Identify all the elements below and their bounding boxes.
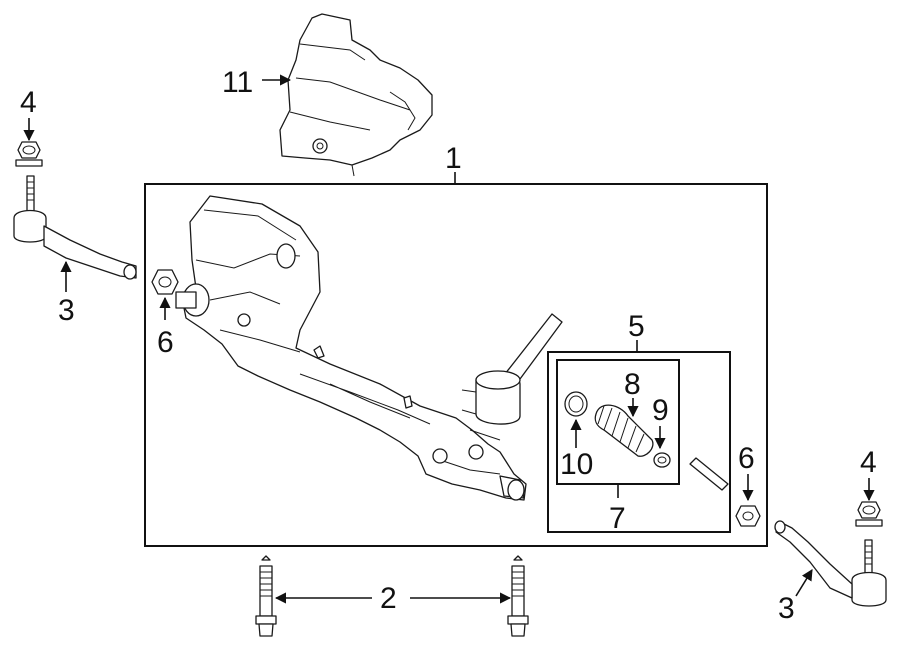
callout-6-left: 6 bbox=[157, 326, 174, 359]
callout-10: 10 bbox=[560, 448, 593, 481]
callout-3-right: 3 bbox=[778, 592, 795, 625]
rack-boot bbox=[594, 404, 654, 457]
tie-rod-nut-left bbox=[15, 141, 43, 167]
callout-1: 1 bbox=[445, 142, 462, 175]
boot-kit-box bbox=[547, 351, 731, 533]
jam-nut-right bbox=[735, 505, 761, 527]
callout-2: 2 bbox=[380, 582, 397, 615]
jam-nut-left bbox=[151, 269, 179, 295]
heat-shield bbox=[279, 13, 433, 177]
small-clamp bbox=[653, 452, 671, 468]
steering-gear-assembly bbox=[175, 195, 563, 501]
mounting-bolt-left bbox=[255, 555, 277, 637]
callout-4-left: 4 bbox=[20, 86, 37, 119]
callout-8: 8 bbox=[624, 368, 641, 401]
tie-rod-end-left bbox=[13, 175, 137, 280]
tie-rod-end-right bbox=[774, 520, 887, 607]
inner-tie-rod bbox=[689, 457, 729, 491]
assembly-box bbox=[144, 183, 768, 547]
tie-rod-nut-right bbox=[855, 501, 883, 527]
callout-6-right: 6 bbox=[738, 442, 755, 475]
boot-clamp bbox=[564, 391, 588, 417]
leader-3-right bbox=[795, 569, 813, 597]
callout-3-left: 3 bbox=[58, 294, 75, 327]
callout-9: 9 bbox=[652, 394, 669, 427]
callout-11: 11 bbox=[222, 66, 253, 99]
mounting-bolt-right bbox=[507, 555, 529, 637]
callout-7: 7 bbox=[609, 502, 626, 535]
callout-5: 5 bbox=[628, 310, 645, 343]
callout-4-right: 4 bbox=[860, 446, 877, 479]
